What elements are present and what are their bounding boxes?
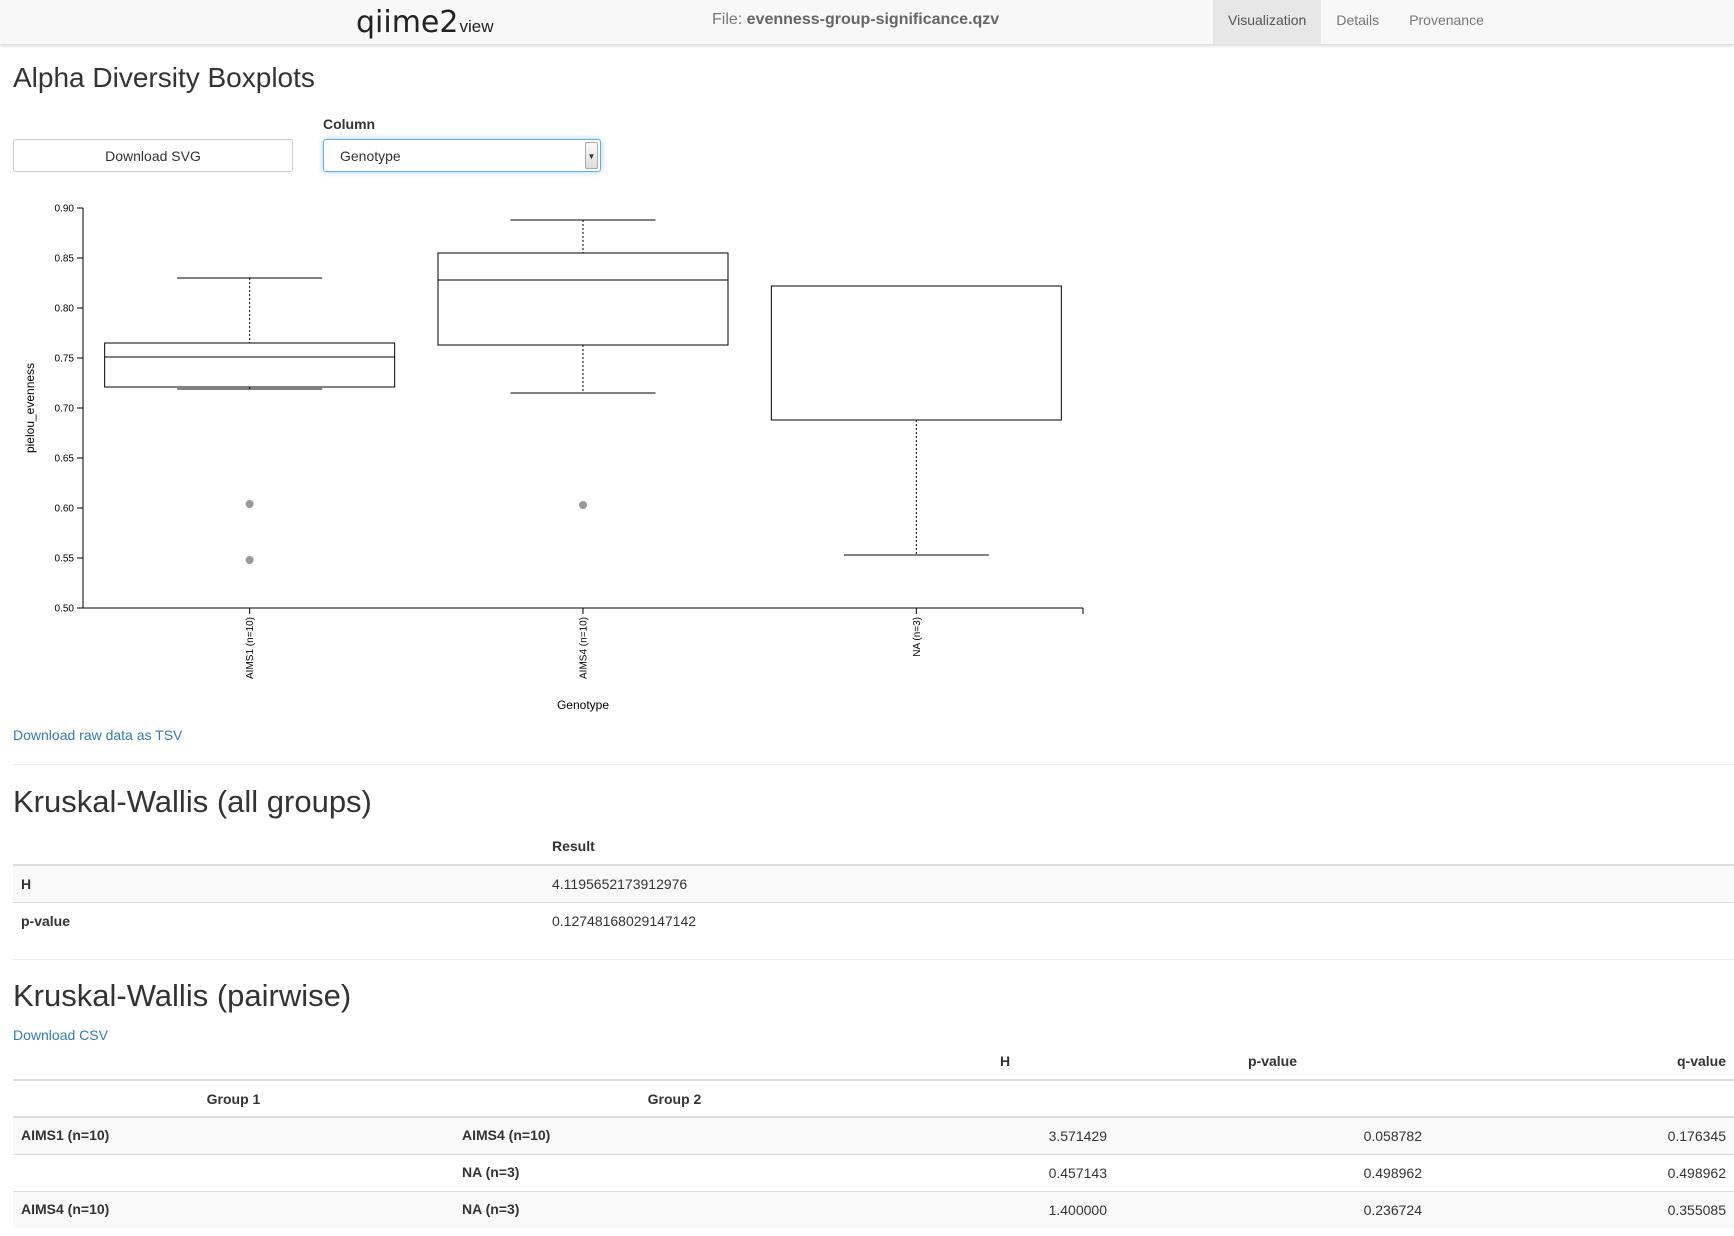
y-tick-label: 0.65: [55, 454, 75, 465]
kw-pair-table: H p-value q-value Group 1 Group 2 AIMS1 …: [13, 1043, 1734, 1228]
empty-header: [1430, 1079, 1734, 1118]
h-cell: 0.457143: [895, 1153, 1115, 1191]
logo-text: qiime2: [356, 5, 459, 40]
boxplot-chart: 0.50 0.55 0.60 0.65 0.70 0.75 0.80 0.85 0.90 piel…: [23, 204, 1084, 712]
h-cell: 1.400000: [895, 1190, 1115, 1228]
column-label: Column: [323, 116, 376, 132]
y-tick-label: 0.60: [55, 504, 75, 515]
kw-all-row-label: p-value: [13, 901, 544, 939]
section-divider: [13, 764, 1734, 765]
empty-header: [454, 1043, 895, 1080]
file-prefix: File:: [712, 11, 747, 28]
kw-all-result-header: Result: [544, 827, 1734, 866]
table-row: NA (n=3) 0.457143 0.498962 0.498962: [13, 1153, 1734, 1191]
empty-header: [1115, 1079, 1430, 1118]
h-cell: 3.571429: [895, 1116, 1115, 1154]
table-row: p-value 0.12748168029147142: [13, 901, 1734, 939]
column-select-value: Genotype: [340, 148, 401, 164]
download-tsv-link[interactable]: Download raw data as TSV: [13, 727, 183, 743]
y-tick-label: 0.75: [55, 354, 75, 365]
kw-all-title: Kruskal-Wallis (all groups): [13, 784, 372, 819]
outlier-point: [579, 501, 587, 509]
x-tick-label: NA (n=3): [912, 617, 923, 657]
kw-all-empty-header: [13, 827, 544, 866]
top-navbar: qiime2 view File: evenness-group-signifi…: [0, 0, 1734, 45]
col-group1-header: Group 1: [13, 1079, 454, 1118]
p-cell: 0.498962: [1115, 1153, 1430, 1191]
group1-cell: [13, 1153, 454, 1191]
outlier-point: [245, 500, 254, 508]
iqr-box: [437, 252, 729, 346]
x-tick-label: AIMS1 (n=10): [245, 617, 256, 679]
x-axis-label: Genotype: [557, 698, 609, 712]
y-tick-label: 0.80: [55, 304, 75, 315]
column-select[interactable]: Genotype ▼: [323, 139, 601, 172]
file-name: evenness-group-significance.qzv: [746, 11, 1000, 28]
download-svg-button[interactable]: Download SVG: [13, 139, 293, 172]
y-tick-label: 0.85: [55, 254, 75, 265]
tab-visualization[interactable]: Visualization: [1213, 0, 1322, 44]
file-label: File: evenness-group-significance.qzv: [712, 11, 999, 29]
col-group2-header: Group 2: [454, 1079, 895, 1118]
group2-cell: NA (n=3): [454, 1153, 895, 1191]
p-cell: 0.236724: [1115, 1190, 1430, 1228]
kw-all-row-value: 4.1195652173912976: [544, 864, 1734, 902]
dropdown-arrow-icon[interactable]: ▼: [585, 142, 598, 169]
tab-details[interactable]: Details: [1336, 12, 1380, 28]
download-csv-link[interactable]: Download CSV: [13, 1027, 108, 1043]
x-tick-label: AIMS4 (n=10): [579, 617, 590, 679]
group1-cell: AIMS1 (n=10): [13, 1116, 454, 1154]
kw-all-row-label: H: [13, 864, 544, 902]
y-tick-label: 0.90: [55, 204, 75, 215]
table-row: AIMS1 (n=10) AIMS4 (n=10) 3.571429 0.058…: [13, 1116, 1734, 1154]
logo-suffix: view: [459, 17, 494, 36]
col-h-header: H: [999, 1053, 1011, 1069]
section-divider: [13, 959, 1734, 960]
iqr-box: [770, 285, 1062, 421]
group2-cell: AIMS4 (n=10): [454, 1116, 895, 1154]
col-q-header: q-value: [1676, 1053, 1726, 1069]
outlier-point: [245, 556, 254, 564]
empty-header: [895, 1079, 1115, 1118]
kw-all-row-value: 0.12748168029147142: [544, 901, 1734, 939]
table-row: AIMS4 (n=10) NA (n=3) 1.400000 0.236724 …: [13, 1190, 1734, 1228]
qiime2-view-logo[interactable]: qiime2 view: [356, 0, 494, 44]
y-axis-label: pielou_evenness: [23, 363, 37, 453]
kw-all-table: Result H 4.1195652173912976 p-value 0.12…: [13, 827, 1734, 939]
y-tick-label: 0.70: [55, 404, 75, 415]
group2-cell: NA (n=3): [454, 1190, 895, 1228]
kw-pair-title: Kruskal-Wallis (pairwise): [13, 978, 352, 1013]
col-p-header: p-value: [1247, 1053, 1297, 1069]
q-cell: 0.176345: [1430, 1116, 1734, 1154]
iqr-box: [104, 342, 396, 388]
y-tick-label: 0.50: [55, 604, 75, 615]
q-cell: 0.498962: [1430, 1153, 1734, 1191]
q-cell: 0.355085: [1430, 1190, 1734, 1228]
empty-header: [13, 1043, 454, 1080]
alpha-title: Alpha Diversity Boxplots: [13, 62, 315, 93]
group1-cell: AIMS4 (n=10): [13, 1190, 454, 1228]
tab-provenance[interactable]: Provenance: [1409, 12, 1484, 28]
table-row: H 4.1195652173912976: [13, 864, 1734, 902]
y-tick-label: 0.55: [55, 554, 75, 565]
p-cell: 0.058782: [1115, 1116, 1430, 1154]
nav-tabs: Visualization Details Provenance: [1213, 0, 1499, 44]
